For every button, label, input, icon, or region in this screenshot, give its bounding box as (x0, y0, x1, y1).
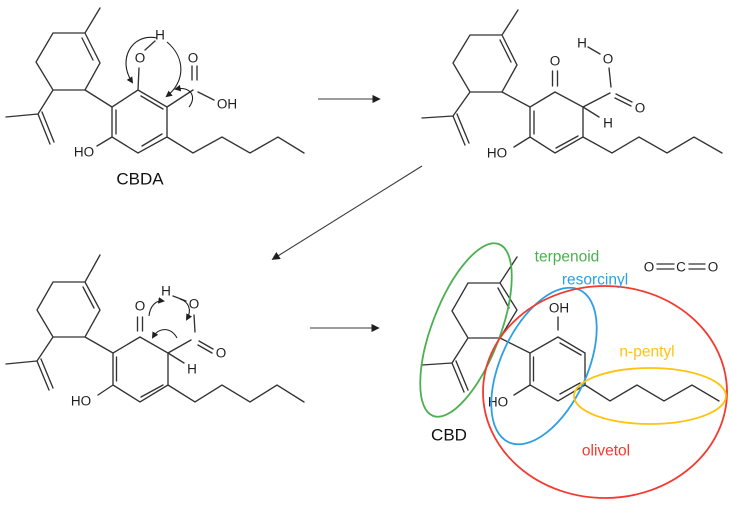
curved-arrow-icon (148, 297, 165, 317)
co2-molecule: O C O (644, 260, 719, 275)
cbd-region-annotations: terpenoid resorcinyl n-pentyl olivetol (419, 242, 728, 499)
co2-o-right-label: O (708, 260, 719, 275)
curved-arrow-icon (179, 298, 193, 321)
co2-o-left-label: O (644, 260, 655, 275)
keto-intermediate-1-structure: H O O O H HO (421, 9, 723, 161)
cbd-top-oh-label: OH (549, 301, 569, 316)
cbda-carboxyl-oh-label: OH (217, 97, 237, 112)
keto-intermediate-2-structure: H O O O H HO (5, 254, 305, 409)
cbd-double-bonds (451, 287, 582, 395)
intermediate1-carbonyl-o-label: O (635, 101, 646, 116)
curved-arrow-icon (165, 41, 182, 98)
cbda-phenol-h-label: H (155, 28, 165, 43)
cbd-bottom-ho-label: HO (488, 395, 508, 410)
intermediate1-ketone-o-label: O (550, 54, 561, 69)
cbd-structure: OH HO CBD (421, 256, 720, 445)
intermediate2-acid-h-label: H (161, 284, 171, 299)
intermediate2-double-bonds (36, 286, 214, 398)
resorcinyl-label: resorcinyl (562, 272, 628, 289)
cbda-structure: H O O OH HO CBDA (5, 7, 305, 189)
terpenoid-label: terpenoid (535, 249, 600, 266)
intermediate2-single-bonds (5, 254, 305, 403)
cbda-hydroxyl-ho-label: HO (74, 145, 94, 160)
intermediate2-mechanism-arrows (148, 297, 193, 339)
intermediate2-acid-o-label: O (189, 297, 200, 312)
reaction-arrow-step2 (271, 165, 423, 260)
intermediate2-ketone-o-label: O (135, 299, 146, 314)
reaction-arrows (271, 94, 423, 333)
intermediate1-double-bonds (452, 39, 633, 149)
n-pentyl-ellipse (573, 367, 727, 425)
terpenoid-ellipse (419, 242, 513, 418)
intermediate2-alpha-h-label: H (187, 362, 197, 377)
co2-c-label: C (676, 260, 686, 275)
cbda-title: CBDA (116, 170, 164, 189)
curved-arrow-icon (125, 36, 158, 84)
n-pentyl-label: n-pentyl (619, 344, 674, 361)
intermediate2-carbonyl-o-label: O (216, 346, 227, 361)
olivetol-ellipse (482, 285, 728, 499)
intermediate1-acid-h-label: H (577, 36, 587, 51)
intermediate1-single-bonds (421, 9, 723, 154)
olivetol-label: olivetol (582, 443, 630, 460)
intermediate2-hydroxyl-ho-label: HO (71, 394, 91, 409)
co2-double-bonds (656, 263, 706, 270)
cbd-single-bonds (421, 256, 720, 402)
intermediate1-acid-o-label: O (603, 52, 614, 67)
cbda-single-bonds (5, 7, 305, 154)
curved-arrow-icon (174, 84, 194, 108)
cbd-title: CBD (431, 426, 467, 445)
intermediate1-alpha-h-label: H (603, 116, 613, 131)
intermediate1-hydroxyl-ho-label: HO (487, 146, 507, 161)
curved-arrow-icon (151, 329, 178, 339)
cbda-phenol-o-label: O (135, 51, 146, 66)
cbda-double-bonds (37, 37, 198, 147)
cbda-mechanism-arrows (125, 36, 194, 108)
resorcinyl-ellipse (490, 286, 598, 446)
cbda-carbonyl-o-label: O (188, 51, 199, 66)
